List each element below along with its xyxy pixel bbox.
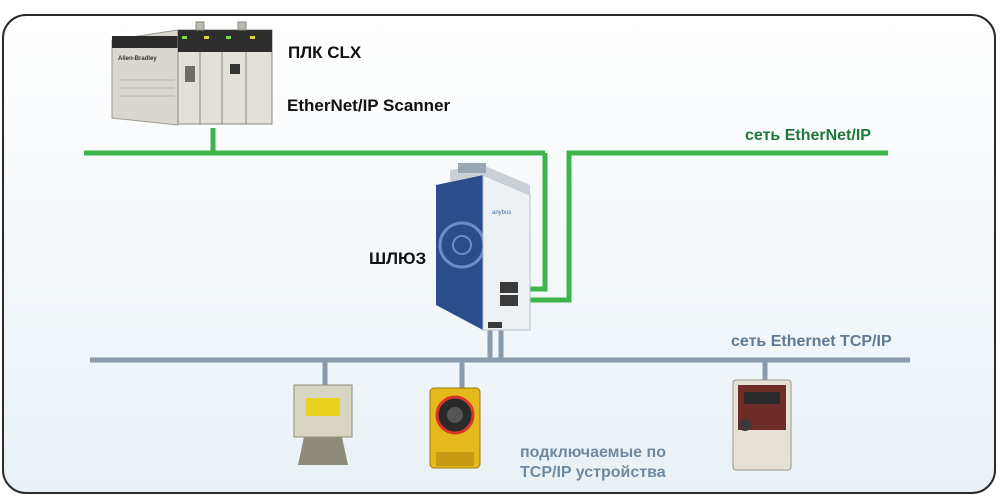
plc-screw-2 [237, 21, 247, 31]
plc-led-3 [226, 36, 231, 39]
plc-key-switch [185, 66, 195, 82]
ethernet-ip-network-label: сеть EtherNet/IP [745, 127, 871, 144]
tcpip-device-camera [293, 384, 353, 465]
camera-window [306, 398, 340, 416]
connected-devices-line-2: TCP/IP устройства [520, 464, 666, 481]
plc-rack: Allen-Bradley [111, 21, 273, 126]
plc-brand-text: Allen-Bradley [118, 56, 157, 62]
gateway-port-1 [500, 282, 518, 293]
tcpip-network-label: сеть Ethernet TCP/IP [731, 333, 892, 350]
connected-devices-label: подключаемые по TCP/IP устройства [520, 443, 666, 483]
tcpip-network-lines [90, 330, 910, 388]
plc-modules-top [178, 30, 272, 52]
controller-display [744, 392, 780, 404]
gateway-side [436, 175, 483, 330]
gateway-brand-text: anybus [492, 210, 511, 216]
plc-led-4 [250, 36, 255, 39]
tcpip-device-vision-sensor [429, 387, 481, 469]
gateway-device: anybus [436, 163, 531, 331]
plc-ethernet-port [230, 64, 240, 74]
sensor-base [436, 452, 474, 466]
ethernet-ip-network-lines [84, 128, 888, 303]
controller-knob [739, 419, 751, 431]
camera-mount [298, 437, 348, 465]
plc-scanner-label: EtherNet/IP Scanner [287, 96, 451, 115]
gateway-logo-core [452, 235, 472, 255]
plc-led-1 [182, 36, 187, 39]
sensor-lens [447, 407, 463, 423]
gateway-label: ШЛЮЗ [369, 249, 427, 268]
tcpip-device-controller [732, 379, 792, 471]
gateway-front [482, 174, 531, 331]
plc-led-2 [204, 36, 209, 39]
gateway-port-2 [500, 295, 518, 306]
plc-screw-1 [195, 21, 205, 31]
gateway-link-2 [518, 150, 888, 303]
connected-devices-line-1: подключаемые по [520, 444, 666, 461]
gateway-terminal [458, 163, 486, 173]
gateway-port-3 [488, 322, 502, 328]
plc-chassis-top [112, 36, 178, 48]
plc-chassis-side [111, 29, 179, 126]
plc-title-label: ПЛК CLX [288, 43, 362, 62]
